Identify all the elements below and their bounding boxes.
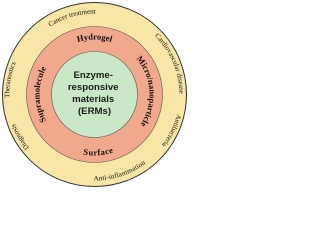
center-line-1: Enzyme- (73, 70, 112, 81)
center-line-4: (ERMs) (78, 106, 111, 117)
center-line-2: responsive (68, 82, 119, 93)
center-line-3: materials (72, 94, 114, 105)
erm-diagram: Enzyme- responsive materials (ERMs) Hydr… (0, 0, 189, 189)
center-circle (51, 51, 138, 138)
hydrogel-label: Hydrogel (76, 31, 114, 44)
concentric-circles-diagram: Enzyme- responsive materials (ERMs) Hydr… (2, 2, 187, 187)
surface-label: Surface (83, 145, 114, 158)
center-label: Enzyme- responsive materials (ERMs) (68, 70, 121, 117)
